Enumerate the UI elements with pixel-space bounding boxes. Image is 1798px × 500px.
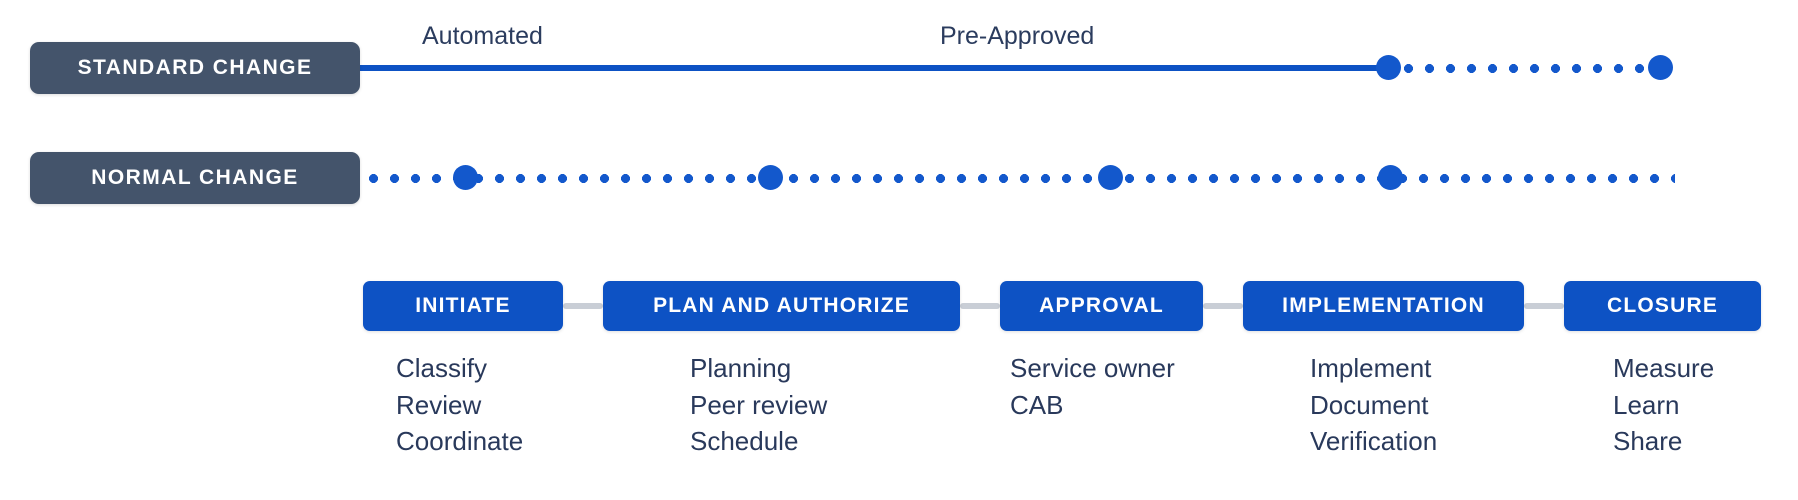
stage-detail-item: Planning (690, 353, 792, 383)
badge-normal-change[interactable]: NORMAL CHANGE (30, 152, 360, 204)
track-normal-change: NORMAL CHANGE (0, 152, 1798, 212)
stage-detail-item: Peer review (690, 389, 828, 420)
phase-label: Pre-Approved (940, 22, 1095, 50)
stage-button-plan-and-authorize[interactable]: PLAN AND AUTHORIZE (603, 281, 960, 331)
phase-label: Automated (422, 22, 543, 50)
track-segment-dotted (1398, 63, 1650, 73)
stage-detail-item: Share (1613, 426, 1683, 456)
stage-detail-item: Measure (1613, 353, 1715, 383)
stage-detail-item: Classify (396, 353, 488, 383)
track-standard-change: STANDARD CHANGE Automated Pre-Approved (0, 22, 1798, 102)
track-node-dot[interactable] (1097, 165, 1123, 190)
stage-detail-item: Service owner (1010, 353, 1175, 383)
badge-standard-change[interactable]: STANDARD CHANGE (30, 42, 360, 94)
stage-detail-item: Learn (1613, 389, 1680, 420)
stage-button-closure[interactable]: CLOSURE (1564, 281, 1761, 331)
track-node-dot[interactable] (452, 165, 478, 190)
stage-pipeline: INITIATE PLAN AND AUTHORIZE APPROVAL IMPLEM… (0, 281, 1798, 333)
stage-button-label: CLOSURE (1606, 294, 1719, 317)
stage-detail-item: Coordinate (396, 426, 524, 456)
stage-detail-item: CAB (1010, 389, 1064, 420)
track-segment-dotted (363, 173, 1675, 183)
stage-detail-item: Implement (1310, 353, 1432, 383)
stage-detail-item: Document (1310, 389, 1429, 420)
stage-detail-item: Schedule (690, 426, 799, 456)
stage-connector (563, 303, 603, 309)
stage-connector (960, 303, 1000, 309)
stage-button-label: IMPLEMENTATION (1282, 294, 1485, 317)
stage-button-implementation[interactable]: IMPLEMENTATION (1243, 281, 1524, 331)
stage-button-initiate[interactable]: INITIATE (363, 281, 563, 331)
stage-detail-item: Verification (1310, 426, 1438, 456)
track-node-dot[interactable] (757, 165, 783, 190)
track-node-dot[interactable] (1377, 165, 1403, 190)
stage-connector (1524, 303, 1564, 309)
track-segment-solid (358, 65, 1390, 71)
track-node-dot[interactable] (1647, 55, 1673, 80)
stage-button-approval[interactable]: APPROVAL (1000, 281, 1203, 331)
stage-connector (1203, 303, 1243, 309)
stage-detail-item: Review (396, 389, 482, 420)
track-node-dot[interactable] (1375, 55, 1401, 80)
stage-button-label: INITIATE (415, 294, 511, 317)
badge-normal-change-label: NORMAL CHANGE (91, 166, 299, 189)
badge-standard-change-label: STANDARD CHANGE (77, 56, 313, 79)
stage-button-label: PLAN AND AUTHORIZE (653, 294, 910, 317)
stage-button-label: APPROVAL (1039, 294, 1164, 317)
